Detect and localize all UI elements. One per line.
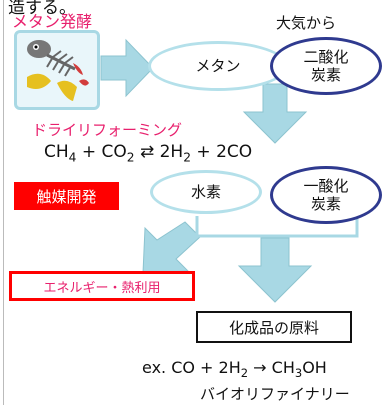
dry-reforming-label: ドライリフォーミング xyxy=(32,121,183,139)
co2-node: 二酸化 炭素 xyxy=(270,37,382,95)
co-label-line1: 一酸化 xyxy=(303,177,349,195)
chemical-feedstock-box: 化成品の原料 xyxy=(196,311,352,343)
methane-fermentation-label: メタン発酵 xyxy=(12,12,93,31)
arrow-down-to-feedstock xyxy=(237,237,313,303)
arrow-down-to-reaction xyxy=(242,83,308,144)
fermentation-illustration-tile xyxy=(14,30,100,110)
from-atmosphere-label: 大気から xyxy=(276,14,337,32)
arrow-right-to-methane xyxy=(100,38,154,98)
co2-label-line2: 炭素 xyxy=(310,66,341,84)
hydrogen-node: 水素 xyxy=(150,170,262,214)
bracket-hydrogen-co xyxy=(195,216,359,238)
hydrogen-label: 水素 xyxy=(190,183,221,201)
biorefinery-label: バイオリファイナリー xyxy=(200,385,350,403)
top-text-fragment: 造する。 xyxy=(8,0,76,18)
reforming-reaction-equation: CH4 + CO2 ⇄ 2H2 + 2CO xyxy=(44,142,253,165)
co-node: 一酸化 炭素 xyxy=(270,166,382,224)
fish-bone-icon xyxy=(27,40,89,101)
methane-node: メタン xyxy=(148,41,288,91)
co-label-line2: 炭素 xyxy=(310,195,341,213)
energy-heat-utilization-box: エネルギー・熱利用 xyxy=(9,271,195,301)
co2-label-line1: 二酸化 xyxy=(303,48,349,66)
left-frame-line xyxy=(3,0,4,405)
arrow-diagonal-to-energy xyxy=(142,221,201,274)
methanol-example-equation: ex. CO + 2H2 → CH3OH xyxy=(142,358,327,381)
methane-label: メタン xyxy=(195,57,241,75)
catalyst-development-badge: 触媒開発 xyxy=(14,182,119,210)
